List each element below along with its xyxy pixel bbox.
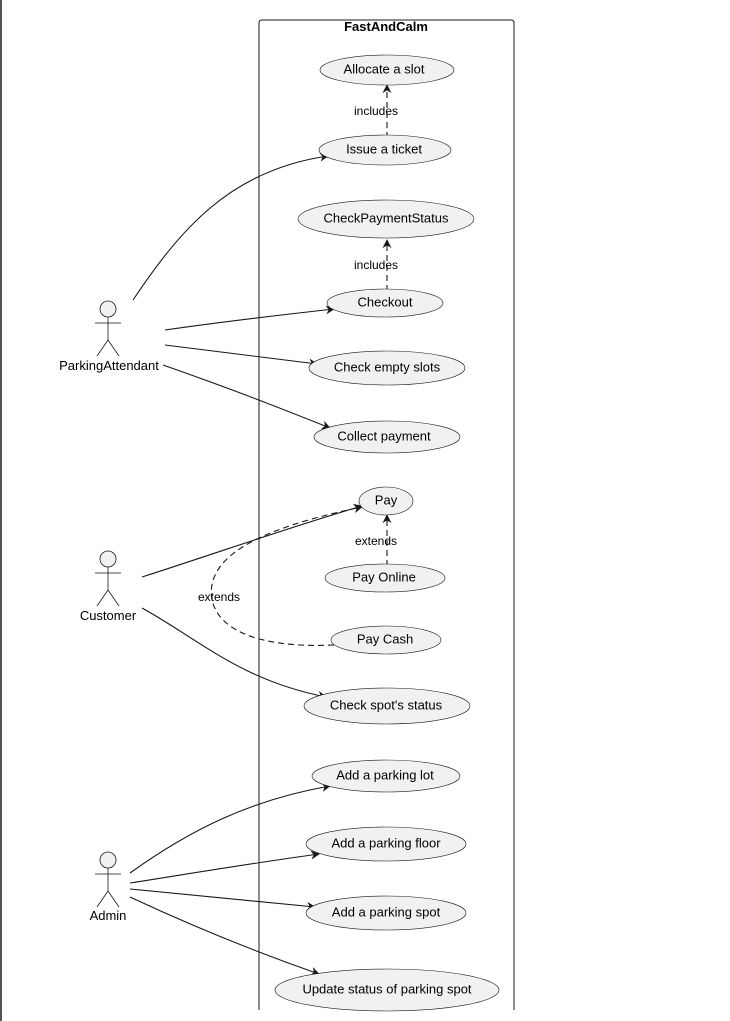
system-title: FastAndCalm <box>344 19 428 34</box>
use-case-label: Add a parking spot <box>332 904 441 919</box>
use-case-collect-payment: Collect payment <box>313 420 461 454</box>
use-case-label: CheckPaymentStatus <box>323 210 449 225</box>
use-case-label: Allocate a slot <box>344 61 425 76</box>
actor-label: ParkingAttendant <box>59 358 159 373</box>
edge-admin-lot <box>129 782 331 874</box>
actor-label: Customer <box>80 608 137 623</box>
actor-customer: Customer <box>80 550 137 623</box>
actor-admin: Admin <box>90 851 127 923</box>
use-case-label: Pay Cash <box>357 631 413 646</box>
use-case-add-floor: Add a parking floor <box>305 826 467 862</box>
edge-customer-pay <box>141 503 363 578</box>
use-case-label: Add a parking floor <box>331 835 441 850</box>
use-case-label: Update status of parking spot <box>302 981 471 996</box>
use-case-pay: Pay <box>358 486 414 516</box>
actor-parking-attendant: ParkingAttendant <box>59 300 159 373</box>
use-case-label: Add a parking lot <box>336 767 434 782</box>
use-case-label: Issue a ticket <box>346 141 422 156</box>
use-case-issue: Issue a ticket <box>318 134 452 166</box>
use-case-pay-cash: Pay Cash <box>330 625 442 655</box>
use-case-allocate: Allocate a slot <box>319 54 455 86</box>
use-case-update-status: Update status of parking spot <box>274 968 500 1012</box>
edge-admin-spot <box>129 888 316 911</box>
use-case-pay-online: Pay Online <box>324 563 446 593</box>
use-case-add-lot: Add a parking lot <box>311 759 461 793</box>
use-case-check-empty: Check empty slots <box>308 350 466 386</box>
use-case-add-spot: Add a parking spot <box>305 895 467 931</box>
edge-attendant-check-empty <box>164 344 318 368</box>
edge-attendant-collect <box>162 364 331 430</box>
edge-customer-check-spot <box>141 607 327 700</box>
edge-admin-update <box>129 896 320 976</box>
edges <box>129 84 392 976</box>
actor-label: Admin <box>90 908 127 923</box>
relation-label: extends <box>198 590 240 604</box>
use-case-label: Check empty slots <box>334 359 441 374</box>
use-case-check-spot-status: Check spot's status <box>303 687 471 725</box>
use-case-label: Check spot's status <box>330 697 443 712</box>
system-boundary: FastAndCalm <box>258 19 515 1010</box>
edge-attendant-checkout <box>164 305 335 331</box>
use-case-label: Pay Online <box>352 569 416 584</box>
use-case-label: Collect payment <box>337 428 431 443</box>
relation-label: extends <box>355 534 397 548</box>
use-case-label: Checkout <box>358 294 413 309</box>
use-case-checkout: Checkout <box>326 288 444 318</box>
relation-label: includes <box>354 258 398 272</box>
edge-admin-floor <box>129 850 320 884</box>
use-case-label: Pay <box>375 492 398 507</box>
relation-label: includes <box>354 104 398 118</box>
use-case-check-payment-status: CheckPaymentStatus <box>297 199 475 239</box>
edge-attendant-issue <box>132 152 329 301</box>
